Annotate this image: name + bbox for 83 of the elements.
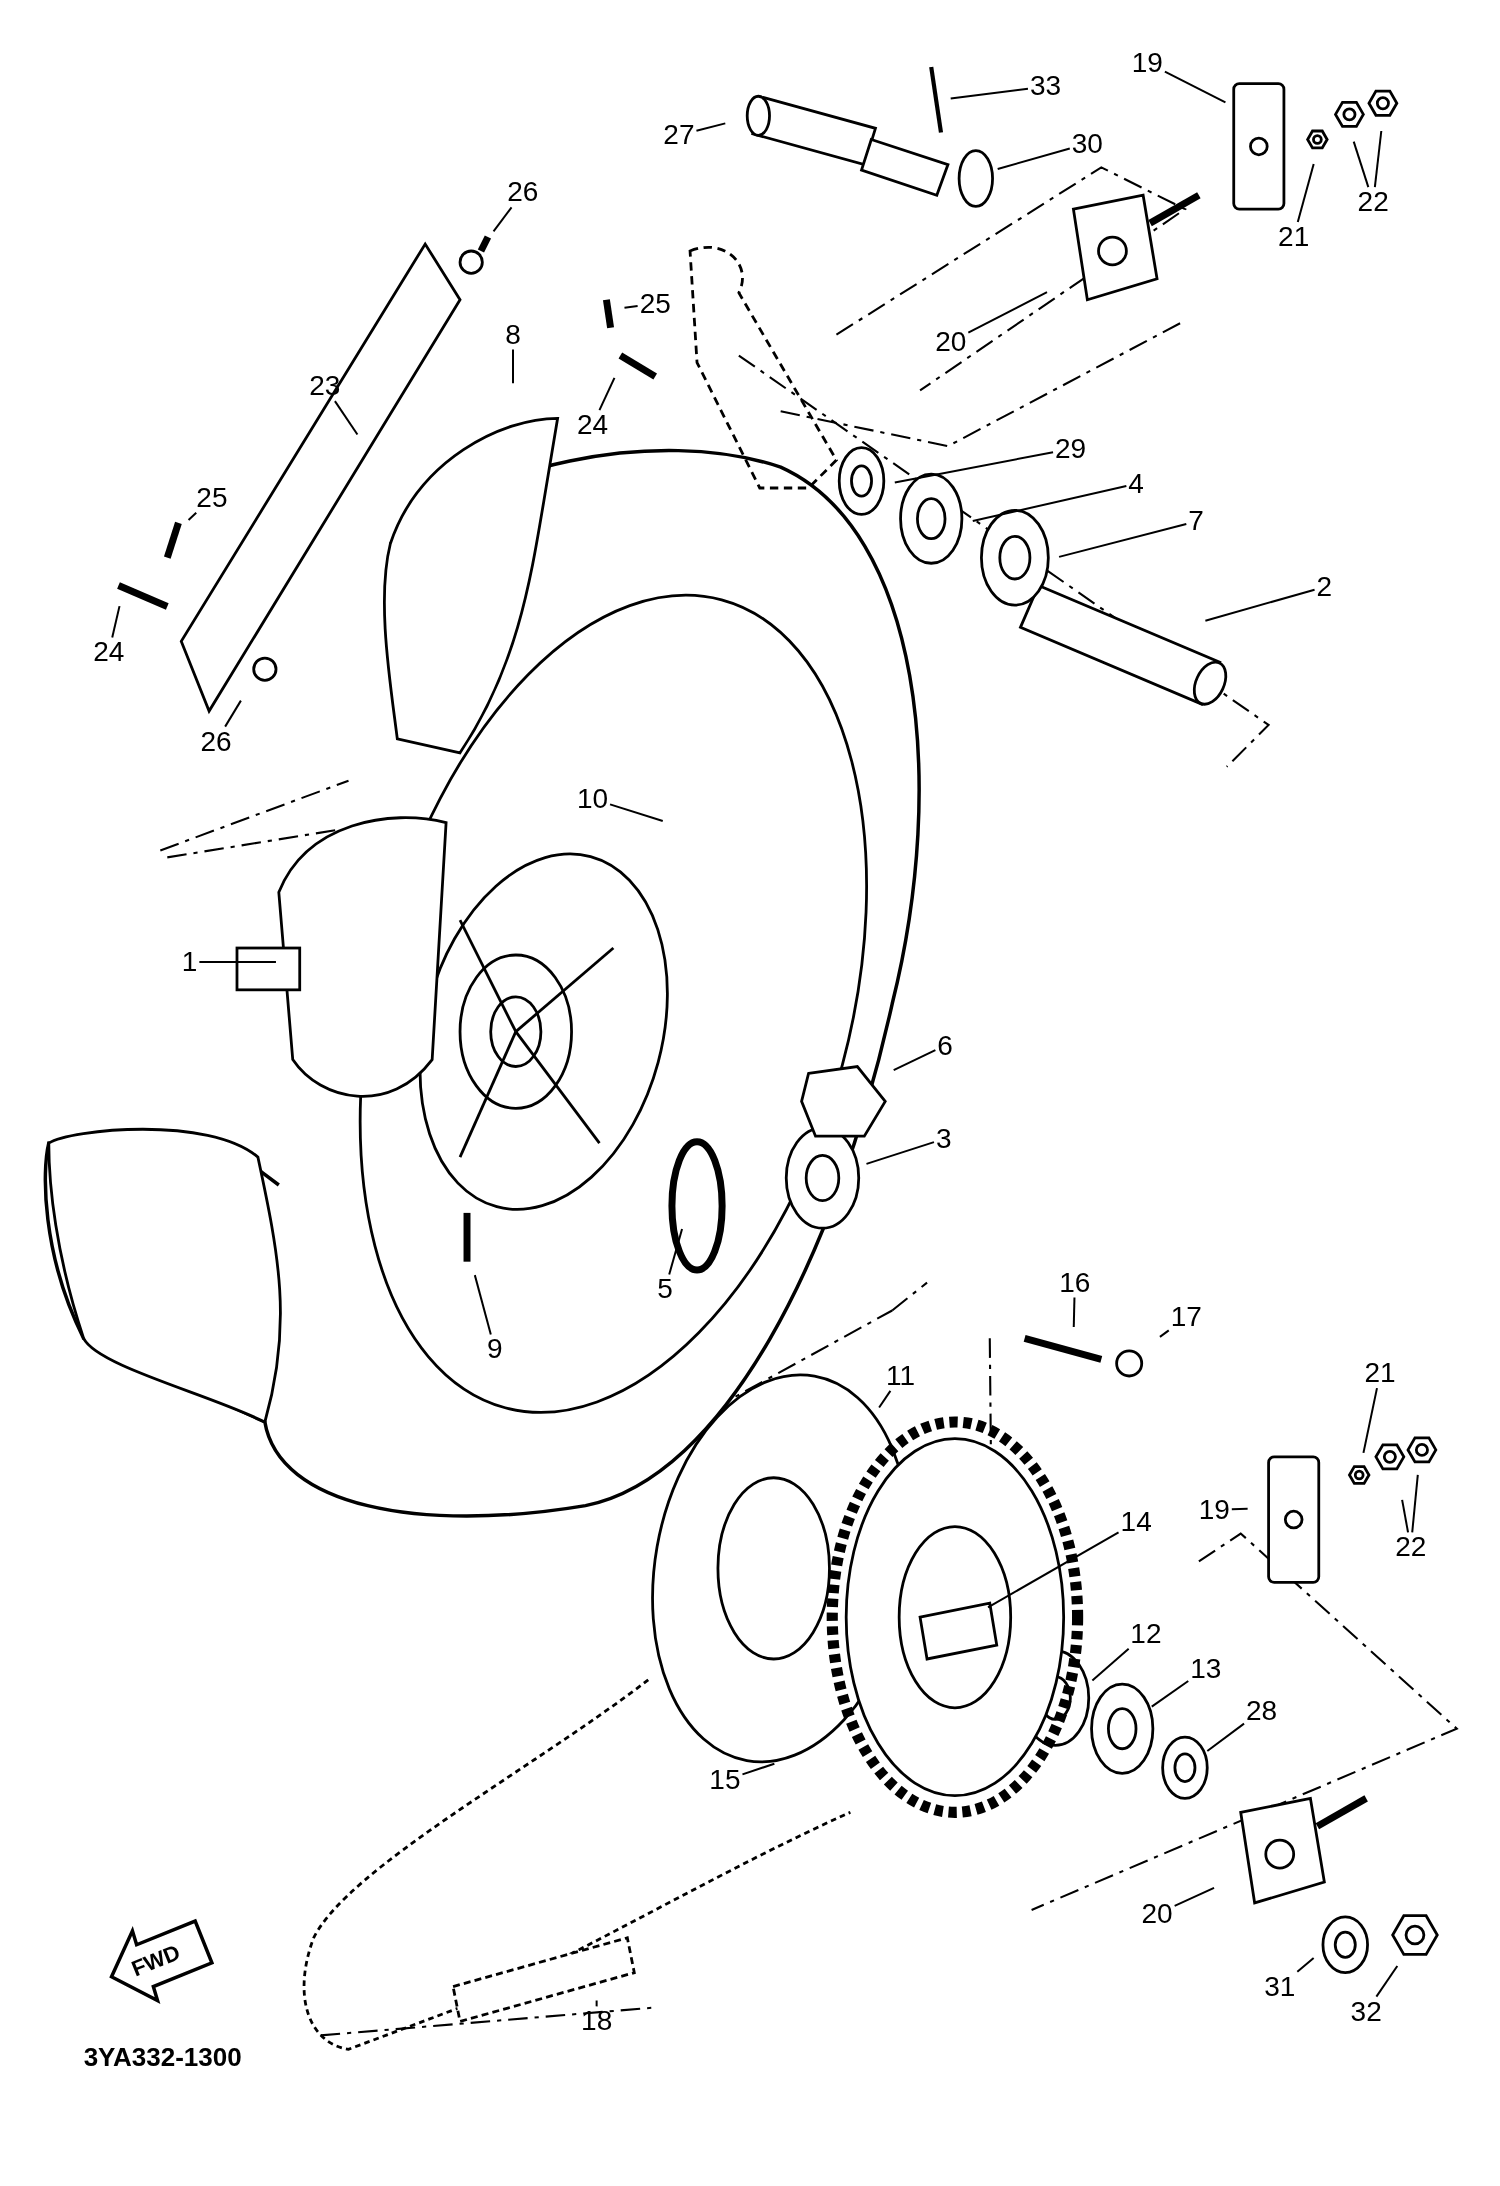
leader-line [878,1389,892,1409]
leader-line [967,291,1048,334]
callout-number: 11 [884,1360,918,1391]
leader-line [1163,70,1227,104]
leader-line [1352,140,1370,189]
callout-number: 6 [935,1030,955,1061]
leader-line [595,1999,598,2008]
callout-number: 22 [1355,187,1391,218]
leader-line [741,1762,776,1776]
leader-line [1204,588,1316,622]
leader-line [1091,1647,1130,1682]
callout-number: 17 [1168,1302,1204,1333]
leader-line [1173,1886,1216,1907]
leader-line [473,1274,492,1336]
callout-number: 28 [1244,1695,1280,1726]
callout-number: 8 [503,319,523,350]
leader-line [187,511,198,522]
leader-line [1373,130,1383,189]
leader-line [892,1049,937,1072]
leader-line [668,1228,684,1276]
callout-number: 21 [1276,222,1312,252]
callout-number: 1 [179,946,200,977]
leader-line [1401,1498,1410,1534]
leader-line [1411,1473,1419,1534]
callout-number: 9 [485,1334,505,1365]
callout-number: 3 [934,1123,954,1154]
callout-number: 26 [505,177,541,208]
callout-number: 31 [1262,1971,1298,2002]
callout-number: 22 [1393,1532,1429,1563]
leader-line [1058,522,1188,558]
leader-line [996,147,1071,171]
callout-number: 4 [1126,468,1146,499]
callout-number: 32 [1348,1996,1384,2027]
leader-line [198,960,277,963]
fwd-label: FWD [128,1940,185,1983]
leader-line [1206,1722,1246,1752]
callout-number: 19 [1129,47,1165,78]
callout-number: 20 [933,326,969,357]
leader-line [865,1141,935,1165]
leader-line [512,348,514,385]
leader-line [893,451,1055,484]
leader-line [1296,163,1315,223]
leader-line [492,206,513,233]
leader-line [1150,1680,1190,1708]
leader-line [333,400,359,436]
callout-number: 26 [198,726,234,757]
callout-number: 5 [655,1274,675,1305]
callout-number: 14 [1118,1507,1154,1538]
callout-number: 10 [574,783,611,814]
leader-line [1296,1956,1315,1973]
callout-number: 30 [1069,128,1105,159]
callout-number: 25 [637,288,673,319]
leader-line [609,803,664,823]
callout-number: 25 [194,482,230,513]
leader-line [224,699,242,728]
leader-line [949,87,1029,100]
leader-line [987,1531,1120,1609]
callout-number: 7 [1186,506,1206,537]
callout-number: 23 [307,371,343,402]
leader-line [1072,1296,1076,1329]
callout-number: 16 [1057,1267,1093,1298]
callout-number: 2 [1314,571,1335,602]
callout-number: 24 [91,637,127,668]
callout-number: 33 [1027,71,1064,102]
leader-line [111,605,121,639]
callout-number: 12 [1128,1618,1164,1649]
leader-line [623,305,639,309]
callout-number: 20 [1139,1899,1175,1930]
leader-line [695,122,727,132]
callout-number: 15 [707,1765,743,1796]
leader-line [971,484,1128,523]
callout-number: 24 [574,410,611,441]
callout-number: 19 [1196,1494,1232,1525]
leader-line [1158,1329,1170,1338]
callout-number: 27 [661,120,697,151]
callout-number: 21 [1362,1358,1398,1389]
callout-number: 13 [1188,1653,1224,1684]
leader-line [598,376,616,412]
leader-line [1230,1507,1249,1511]
part-code: 3YA332-1300 [83,2042,242,2074]
leader-line [1375,1965,1399,1998]
callout-number: 29 [1053,433,1089,464]
leader-line [1362,1387,1378,1454]
